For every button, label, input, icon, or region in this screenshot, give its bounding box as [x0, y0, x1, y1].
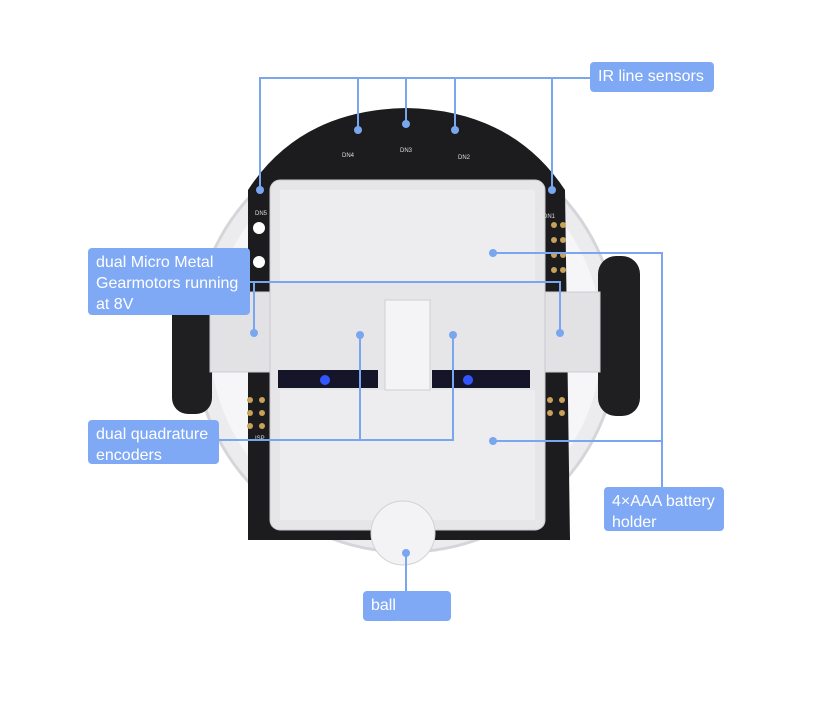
callout-lines [219, 77, 663, 591]
ball-caster [370, 500, 436, 566]
dn4-marking: DN4 [342, 153, 355, 159]
dn3-marking: DN3 [400, 148, 413, 154]
dn1-marking: DN1 [543, 214, 556, 220]
gearmotors-label: dual Micro Metal Gearmotors running at 8… [88, 248, 250, 315]
callout-dots [250, 120, 564, 557]
led-left [320, 375, 330, 385]
dn5-marking: DN5 [255, 211, 268, 217]
ir-sensors-label: IR line sensors [590, 62, 714, 92]
ball-caster-label: ball caster [363, 591, 451, 635]
led-right [463, 375, 473, 385]
right-wheel [598, 256, 640, 416]
encoders-label: dual quadrature encoders [88, 420, 219, 464]
battery-holder-label: 4×AAA battery holder [604, 487, 724, 531]
dn2-marking: DN2 [458, 155, 471, 161]
left-wheel [172, 292, 212, 414]
